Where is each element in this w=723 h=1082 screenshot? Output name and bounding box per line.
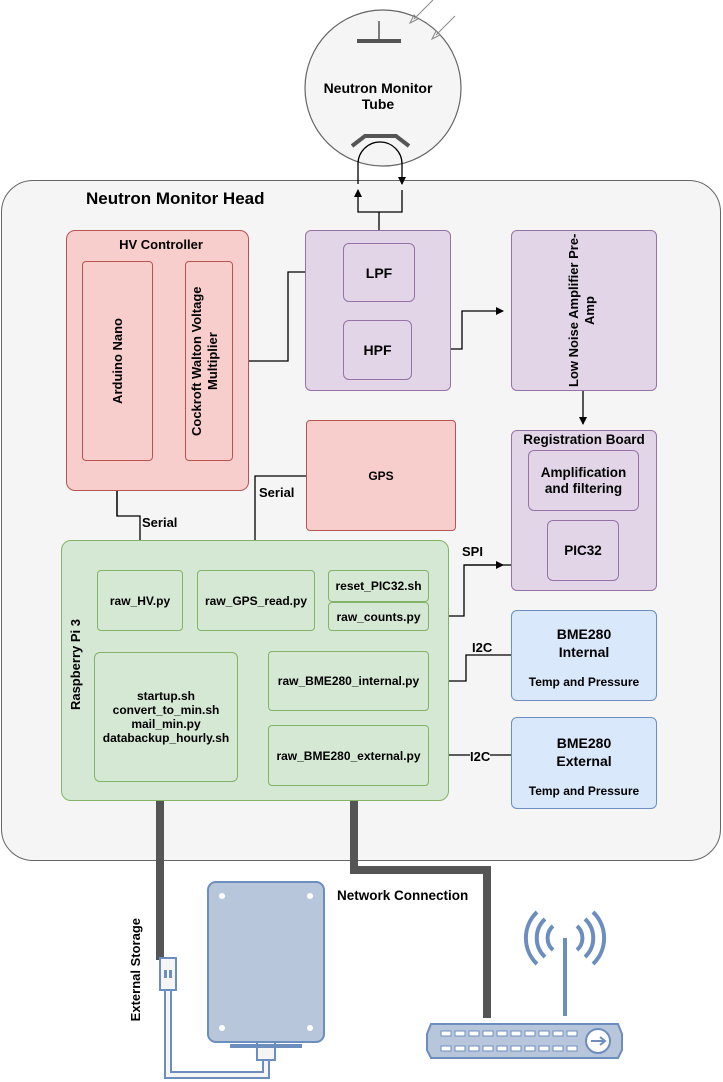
raspberry-pi-title: Raspberry Pi 3 xyxy=(68,619,83,711)
raw-gps-script: raw_GPS_read.py xyxy=(197,570,315,631)
bme-internal-name: BME280 xyxy=(556,626,612,642)
arduino-nano-label: Arduino Nano xyxy=(109,318,125,404)
databackup-script: databackup_hourly.sh xyxy=(102,731,230,745)
serial-label-hv: Serial xyxy=(142,515,178,530)
tube-cathode-shape xyxy=(350,134,411,148)
reset-pic32-script: reset_PIC32.sh xyxy=(328,570,429,602)
lpf-box: LPF xyxy=(343,243,415,302)
router-icon xyxy=(426,910,623,1059)
head-title: Neutron Monitor Head xyxy=(86,189,265,208)
external-storage-label-wrap: External Storage xyxy=(125,905,147,1035)
startup-scripts-box: startup.sh convert_to_min.sh mail_min.py… xyxy=(94,652,238,782)
network-cable xyxy=(350,800,491,1018)
hv-controller-title: HV Controller xyxy=(119,237,203,252)
bme-external-name: BME280 xyxy=(556,735,612,751)
bme280-internal-box: BME280 Internal Temp and Pressure xyxy=(511,610,657,701)
bme-external-desc: Temp and Pressure xyxy=(528,784,640,798)
gps-box: GPS xyxy=(306,420,456,531)
hpf-box: HPF xyxy=(343,320,412,380)
tube-label: Neutron Monitor Tube xyxy=(323,80,433,112)
external-drive-icon xyxy=(207,881,325,1048)
voltage-multiplier-box: Cockroft Walton Voltage Multiplier xyxy=(185,261,233,461)
convert-script: convert_to_min.sh xyxy=(112,703,220,717)
spi-label: SPI xyxy=(462,544,483,559)
mail-script: mail_min.py xyxy=(131,717,201,731)
voltage-multiplier-label: Cockroft Walton Voltage Multiplier xyxy=(189,286,220,436)
bme-internal-script: raw_BME280_internal.py xyxy=(268,651,429,711)
incoming-particle-arrow xyxy=(413,0,434,20)
amplifier-label: Low Noise Amplifier Pre-Amp xyxy=(566,233,597,388)
incoming-particle-arrow xyxy=(435,15,456,36)
pic32-box: PIC32 xyxy=(547,520,619,581)
i2c-label-internal: I2C xyxy=(472,640,493,655)
neutron-tube-circle xyxy=(304,9,462,167)
bme-internal-desc: Temp and Pressure xyxy=(528,675,640,689)
raw-counts-script: raw_counts.py xyxy=(328,602,429,631)
startup-script: startup.sh xyxy=(136,689,195,703)
serial-label-gps: Serial xyxy=(259,485,295,500)
raspberry-pi-title-wrap: Raspberry Pi 3 xyxy=(62,560,90,770)
bme-internal-sub: Internal xyxy=(558,644,610,660)
i2c-label-external: I2C xyxy=(470,749,491,765)
network-connection-label: Network Connection xyxy=(337,888,469,903)
arduino-nano-box: Arduino Nano xyxy=(82,261,153,461)
external-storage-label: External Storage xyxy=(128,918,143,1022)
amplification-filtering-box: Amplification and filtering xyxy=(528,450,639,511)
amplifier-box: Low Noise Amplifier Pre-Amp xyxy=(511,230,657,391)
bme280-external-box: BME280 External Temp and Pressure xyxy=(511,717,657,809)
raw-hv-script: raw_HV.py xyxy=(97,570,183,631)
registration-board-title: Registration Board xyxy=(523,432,645,447)
bme-external-script: raw_BME280_external.py xyxy=(268,725,429,786)
bme-external-sub: External xyxy=(556,753,612,769)
